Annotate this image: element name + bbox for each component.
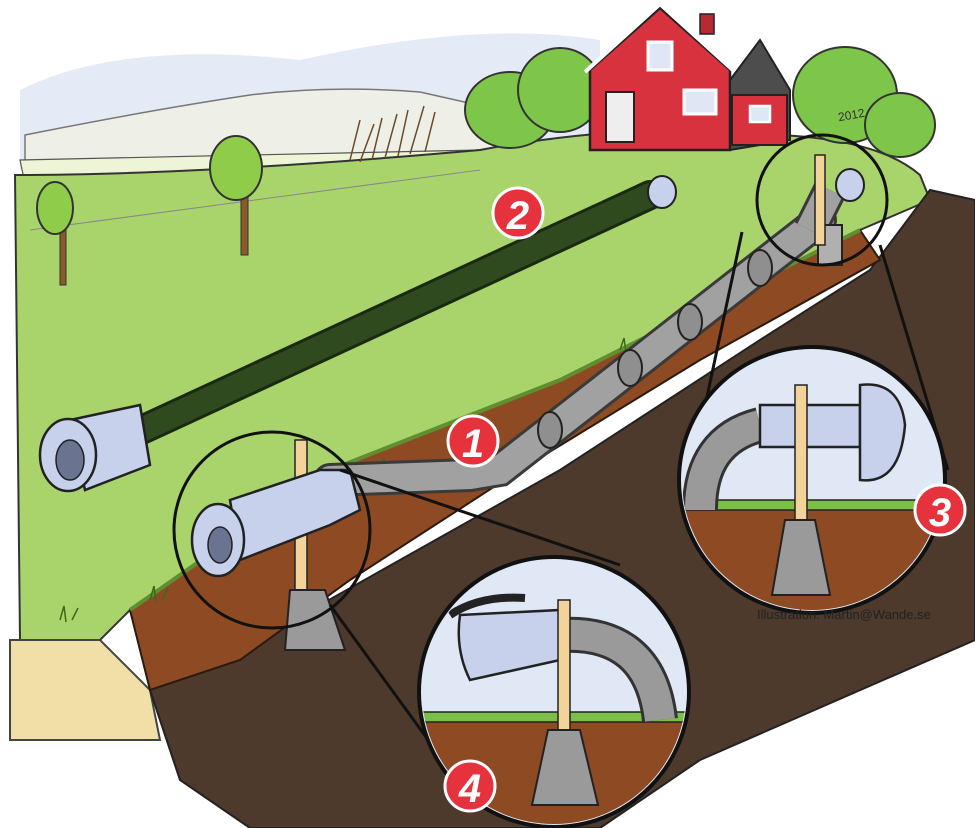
tree-small-left: [36, 181, 74, 286]
badge-3: 3: [913, 483, 967, 537]
badge-1: 1: [446, 414, 500, 468]
badge-2: 2: [491, 186, 545, 240]
illustration-credit: Illustration: Martin@Wande.se: [757, 607, 931, 622]
fence-and-reeds: [29, 105, 481, 231]
red-house: [583, 1, 791, 152]
zoom-source-left: [172, 430, 372, 630]
badge-3-label: 3: [929, 491, 951, 535]
green-hose: [105, 175, 677, 455]
pipe-coupling-left: [190, 439, 362, 651]
grey-pipe: [313, 154, 865, 497]
zoom-detail-3: [677, 345, 947, 615]
badge-1-label: 1: [462, 422, 484, 466]
trench-deep-soil: [148, 188, 975, 828]
badge-2-label: 2: [506, 194, 529, 238]
hose-coupling-left: [38, 403, 152, 493]
bushes: [464, 46, 936, 158]
sand-edge: [9, 639, 162, 741]
badge-4-label: 4: [458, 767, 481, 811]
hose-end-cap: [647, 175, 677, 209]
badge-4: 4: [443, 759, 497, 813]
zoom-source-right: [755, 133, 889, 267]
tree-center-left: [209, 135, 263, 256]
